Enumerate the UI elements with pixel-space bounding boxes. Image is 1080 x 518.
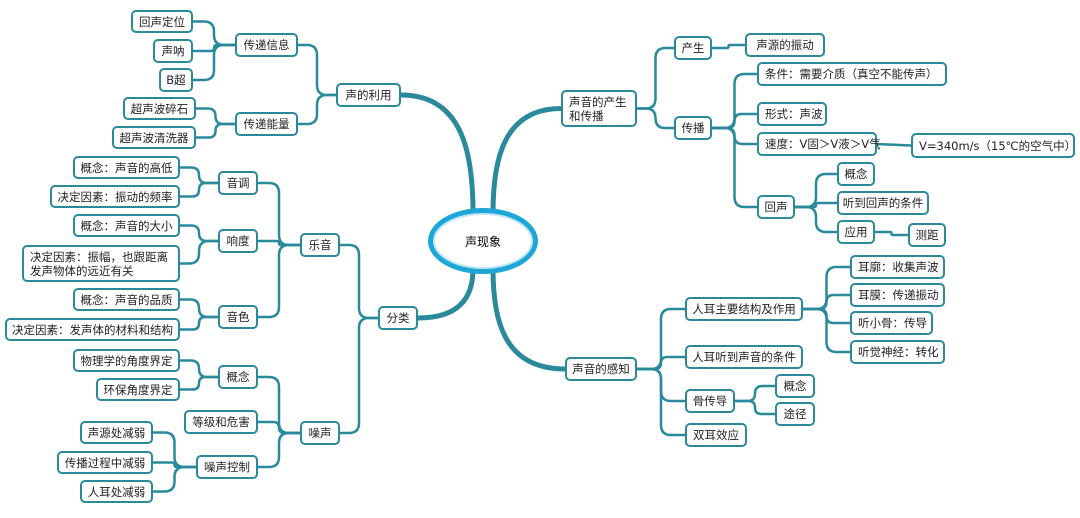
node-bone-conduction[interactable]: 骨传导: [685, 389, 735, 413]
main-branch-cls: [415, 266, 476, 321]
node-environment-definition[interactable]: 环保角度界定: [96, 378, 180, 401]
node-musical-sound[interactable]: 乐音: [300, 233, 340, 257]
connector-timbre-t0: [178, 298, 220, 319]
node-noise-level-harm[interactable]: 等级和危害: [184, 410, 258, 434]
connector-music-timbre: [256, 243, 302, 319]
node-hearing-condition[interactable]: 人耳听到声音的条件: [685, 345, 803, 369]
connector-info-i1: [191, 43, 237, 53]
connector-use-info: [296, 43, 338, 97]
node-ultrasonic-cleaner[interactable]: 超声波清洗器: [112, 126, 196, 149]
connector-loud-l1: [178, 239, 220, 265]
connector-info-i0: [191, 20, 237, 47]
node-classify[interactable]: 分类: [378, 306, 418, 330]
node-distance-measure[interactable]: 测距: [908, 223, 946, 247]
main-branch-use: [398, 92, 476, 216]
connector-ec2-ec3: [873, 230, 910, 237]
node-ear-structure[interactable]: 人耳主要结构及作用: [685, 297, 803, 321]
node-speed-value[interactable]: V=340m/s（15℃的空气中）: [911, 133, 1076, 158]
node-binaural-effect[interactable]: 双耳效应: [685, 423, 747, 447]
node-medium-condition[interactable]: 条件：需要介质（真空不能传声）: [757, 62, 947, 86]
node-propagation[interactable]: 传播: [674, 116, 712, 140]
node-sonar[interactable]: 声呐: [153, 39, 193, 63]
node-transfer-energy[interactable]: 传递能量: [235, 112, 298, 136]
connector-cls-noise: [338, 316, 380, 435]
connector-pitch-p0: [178, 166, 220, 185]
connector-ctrl-k2: [151, 465, 198, 493]
connector-perc-bin: [635, 367, 687, 437]
node-pitch-concept[interactable]: 概念：声音的高低: [73, 156, 180, 179]
connector-energy-e0: [194, 107, 237, 126]
connector-prod-spread: [635, 107, 676, 130]
node-timbre-factor[interactable]: 决定因素：发声体的材料和结构: [5, 318, 180, 341]
connector-ctrl-k1: [151, 461, 198, 469]
node-noise-concept[interactable]: 概念: [218, 365, 258, 389]
main-branch-perc: [490, 266, 568, 372]
node-echo-concept[interactable]: 概念: [837, 162, 875, 186]
connector-perc-hc: [635, 355, 687, 371]
connector-bone-b1: [733, 399, 777, 416]
connector-noise-ctrl: [256, 431, 302, 469]
node-echo-condition[interactable]: 听到回声的条件: [837, 191, 929, 215]
connector-music-loud: [256, 239, 302, 247]
node-bone-path[interactable]: 途径: [775, 402, 815, 426]
node-pitch[interactable]: 音调: [218, 171, 258, 195]
main-branch-prod: [490, 106, 564, 216]
connector-music-pitch: [256, 181, 302, 247]
root-node[interactable]: 声现象: [428, 208, 538, 274]
node-reduce-at-source[interactable]: 声源处减弱: [80, 421, 153, 444]
node-bone-concept[interactable]: 概念: [775, 374, 815, 398]
connector-echo-ec2: [793, 205, 839, 234]
node-sound-use[interactable]: 声的利用: [336, 83, 401, 107]
connector-nc-nc0: [178, 359, 220, 379]
node-noise-control[interactable]: 噪声控制: [196, 455, 258, 479]
connector-energy-e1: [194, 122, 237, 139]
connector-prod-orig: [635, 46, 676, 110]
node-perception[interactable]: 声音的感知: [565, 357, 637, 381]
node-production-propagation[interactable]: 声音的产生和传播: [561, 90, 637, 127]
connector-spread-echo: [710, 126, 759, 209]
node-auricle[interactable]: 耳廓：收集声波: [850, 255, 945, 279]
node-loudness[interactable]: 响度: [218, 229, 258, 253]
node-eardrum[interactable]: 耳膜：传递振动: [850, 283, 945, 307]
connector-echo-ec1: [793, 201, 839, 209]
node-transfer-info[interactable]: 传递信息: [235, 33, 298, 57]
node-origin[interactable]: 产生: [674, 36, 712, 60]
node-reduce-at-ear[interactable]: 人耳处减弱: [80, 480, 153, 503]
connector-noise-harm: [256, 420, 302, 435]
node-timbre-concept[interactable]: 概念：声音的品质: [73, 288, 180, 311]
node-ossicles[interactable]: 听小骨：传导: [850, 311, 933, 335]
node-timbre[interactable]: 音色: [218, 305, 258, 329]
connector-orig-o0: [710, 43, 747, 50]
node-pitch-factor[interactable]: 决定因素：振动的频率: [50, 185, 180, 208]
connector-use-energy: [296, 93, 338, 126]
node-source-vibration[interactable]: 声源的振动: [745, 33, 825, 57]
connector-cls-music: [338, 243, 380, 320]
connector-bone-b0: [733, 384, 777, 403]
connector-timbre-t1: [178, 315, 220, 331]
connector-loud-l0: [178, 224, 220, 243]
node-loudness-factor[interactable]: 决定因素：振幅，也跟距离发声物体的远近有关: [22, 245, 180, 282]
node-auditory-nerve[interactable]: 听觉神经：转化: [850, 340, 945, 364]
connector-pitch-p1: [178, 181, 220, 198]
node-echolocation[interactable]: 回声定位: [131, 10, 193, 33]
node-echo-application[interactable]: 应用: [837, 220, 875, 244]
connector-spread-s1: [710, 112, 759, 130]
node-speed[interactable]: 速度：V固＞V液＞V气: [757, 132, 881, 156]
connector-s2-s2v: [875, 142, 913, 147]
node-reduce-in-transmission[interactable]: 传播过程中减弱: [57, 451, 153, 474]
node-echo[interactable]: 回声: [757, 195, 795, 219]
node-lithotripsy[interactable]: 超声波碎石: [123, 97, 196, 120]
connector-ear-ea3: [801, 307, 852, 354]
connector-nc-nc1: [178, 375, 220, 391]
node-physics-definition[interactable]: 物理学的角度界定: [73, 349, 180, 372]
connector-ear-ea1: [801, 293, 852, 311]
node-sound-wave-form[interactable]: 形式：声波: [757, 102, 827, 126]
node-loudness-concept[interactable]: 概念：声音的大小: [73, 214, 180, 237]
node-b-ultrasound[interactable]: B超: [159, 68, 193, 92]
connector-info-i2: [191, 43, 237, 82]
node-noise[interactable]: 噪声: [300, 421, 340, 445]
